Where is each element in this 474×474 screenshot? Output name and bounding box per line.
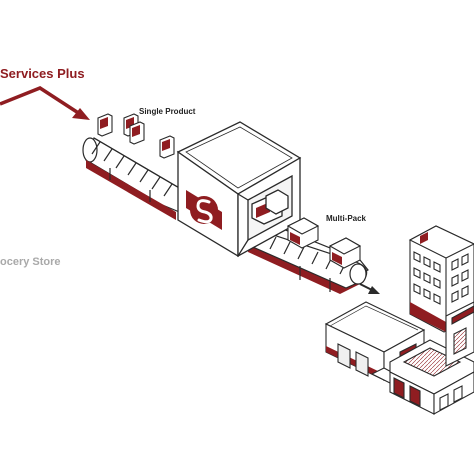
single-product-boxes xyxy=(97,113,175,159)
product-box xyxy=(159,135,175,159)
multipack-box xyxy=(286,217,320,249)
incoming-arrow-icon xyxy=(0,86,90,120)
product-box xyxy=(129,121,145,145)
s-logo-icon xyxy=(186,190,222,230)
multipack-box xyxy=(328,237,362,269)
services-plus-label: Services Plus xyxy=(0,66,85,81)
multi-pack-boxes xyxy=(286,217,362,269)
multi-pack-label: Multi-Pack xyxy=(326,214,367,223)
grocery-store-label: ocery Store xyxy=(0,256,61,268)
corner-building xyxy=(445,301,474,367)
single-product-label: Single Product xyxy=(139,107,196,116)
outgoing-arrow-icon xyxy=(359,283,380,294)
product-box xyxy=(97,113,113,137)
